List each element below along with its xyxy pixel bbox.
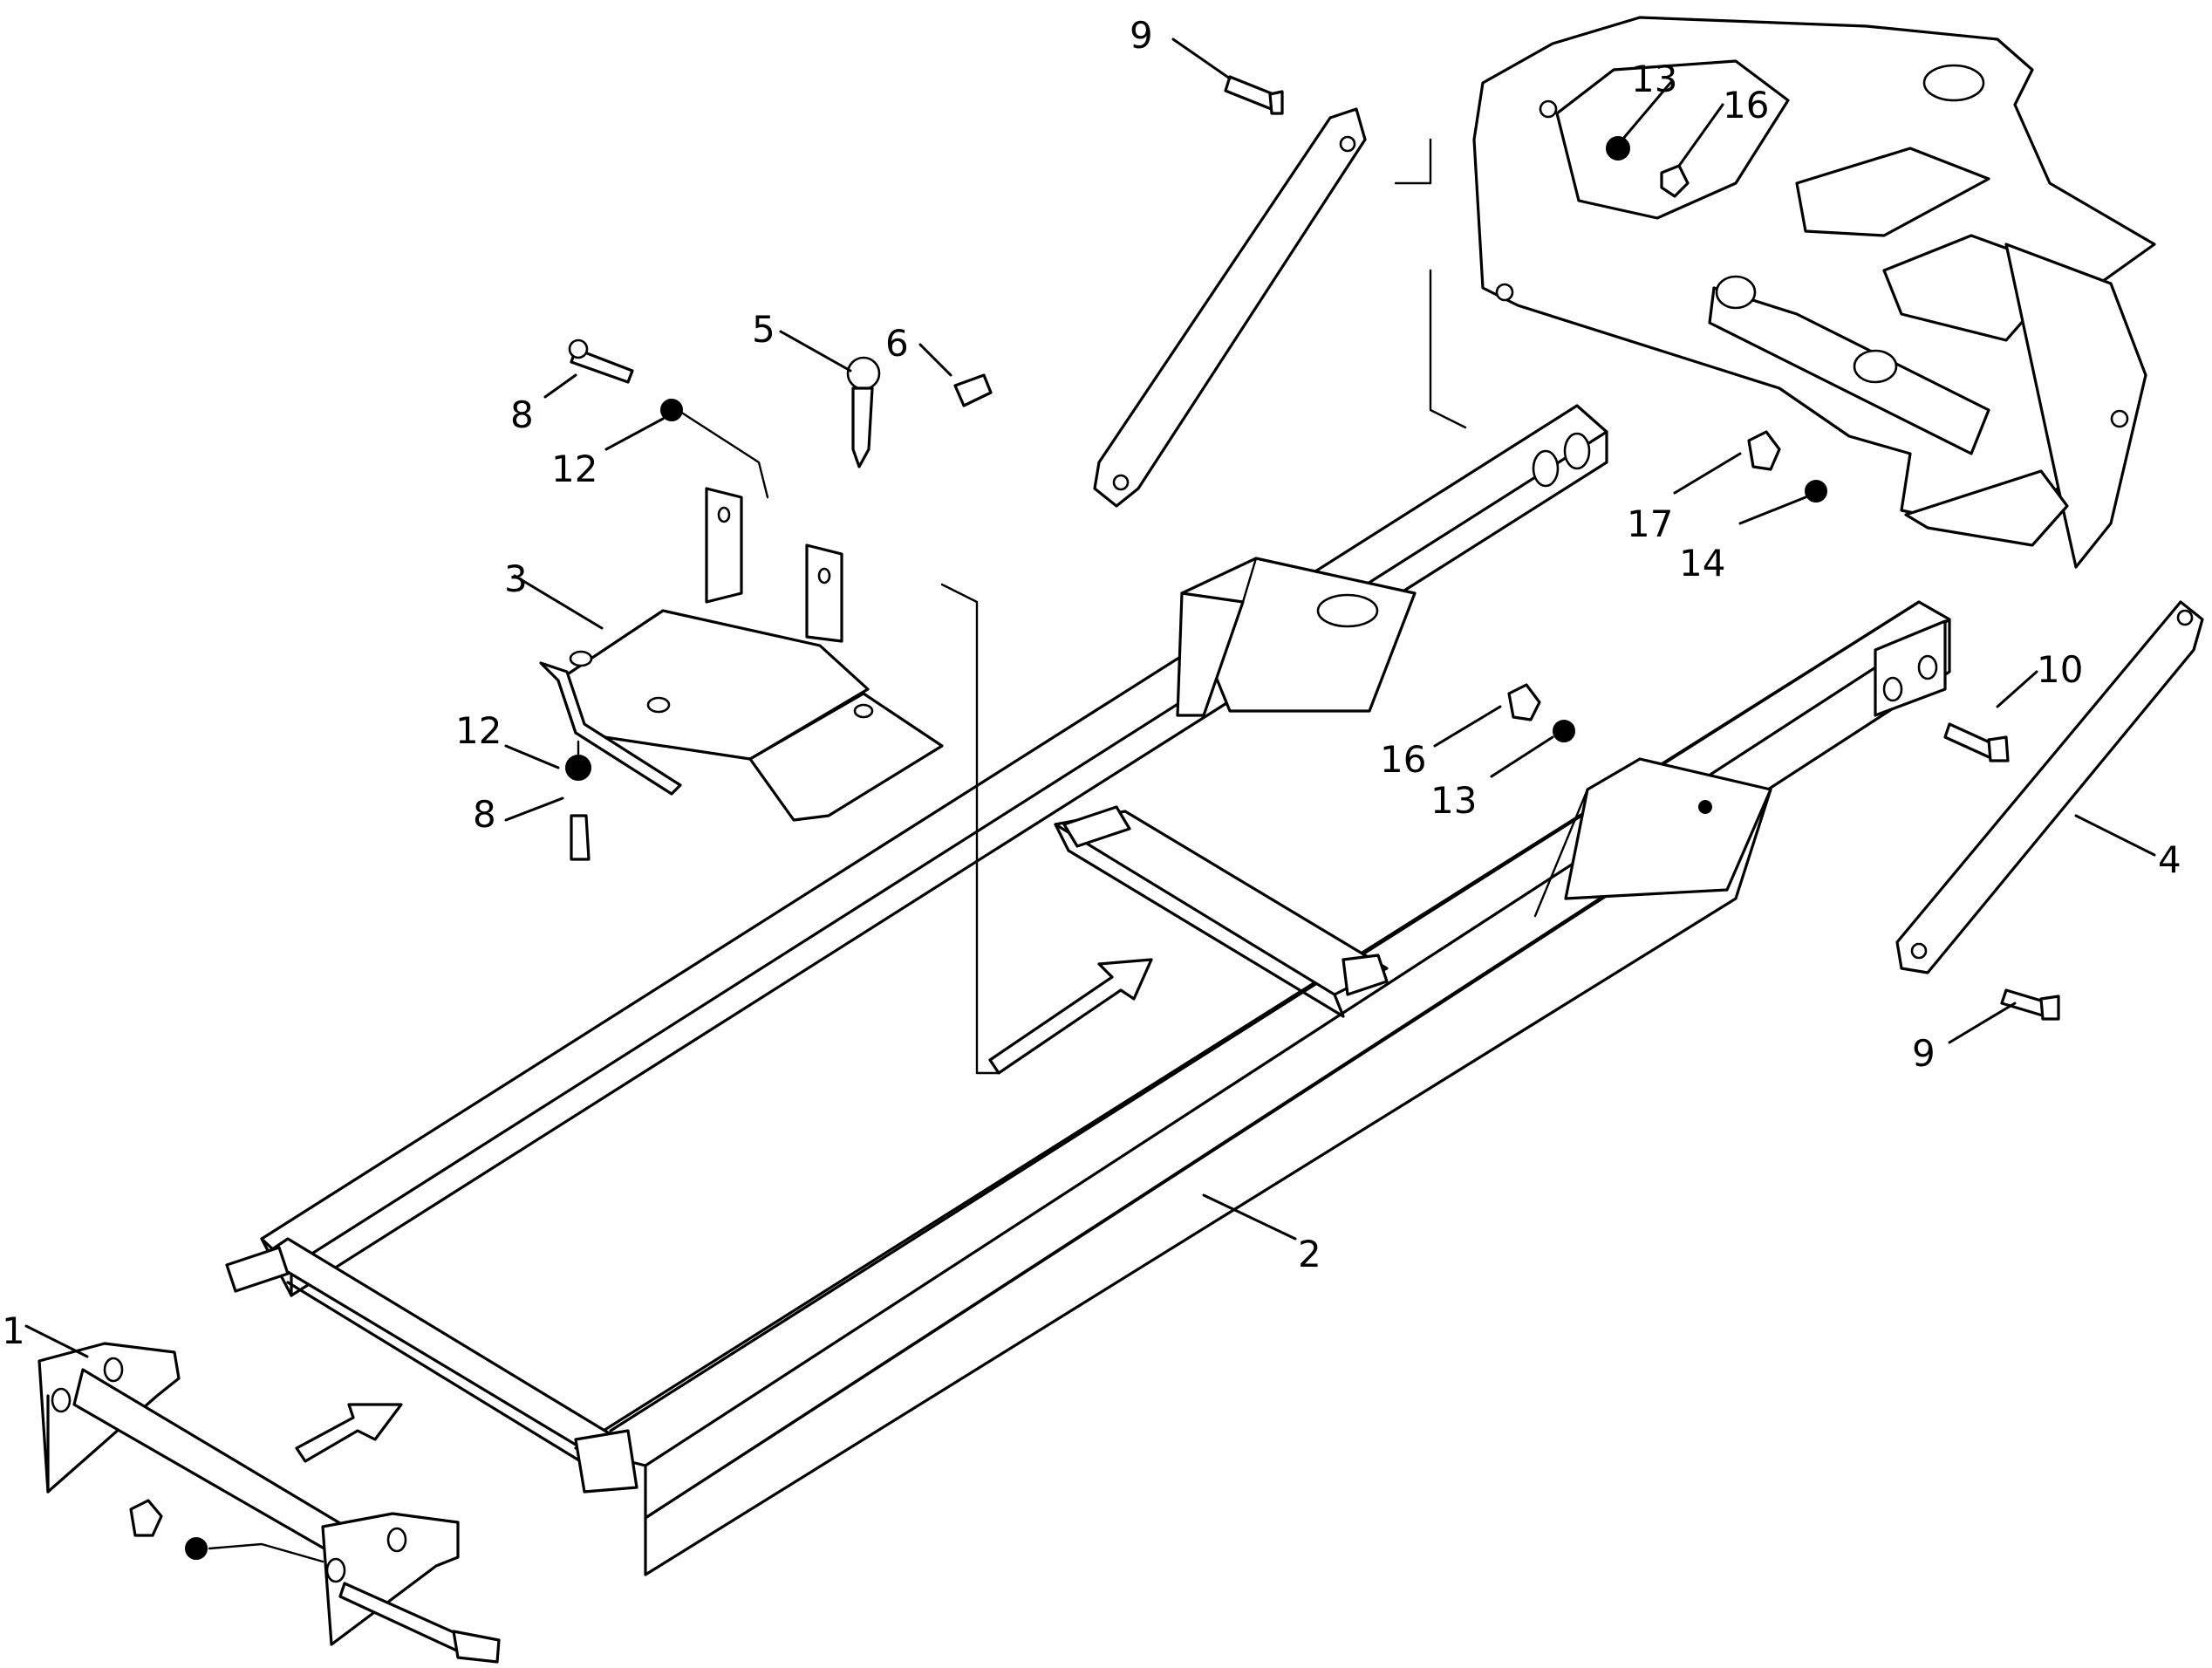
callout-13-lower: 13 <box>1430 779 1477 822</box>
callout-9-lower: 9 <box>1912 1032 1936 1075</box>
mount-fasteners <box>565 338 769 861</box>
callout-3: 3 <box>504 557 528 600</box>
callout-1: 1 <box>2 1309 25 1352</box>
link-arm-left <box>1093 107 1367 508</box>
callout-10: 10 <box>2037 648 2083 691</box>
rear-pin-assembly <box>38 1342 501 1664</box>
callout-12-lower: 12 <box>455 709 502 752</box>
callout-17: 17 <box>1627 502 1673 545</box>
callout-12-upper: 12 <box>551 448 597 490</box>
callout-13-upper: 13 <box>1631 58 1677 100</box>
assembly-arrow-frame <box>940 583 1153 1075</box>
hitch-pin-assembly <box>846 356 993 468</box>
callout-9-upper: 9 <box>1130 14 1153 57</box>
callout-8-upper: 8 <box>510 393 534 436</box>
callout-labels: 1 2 3 4 5 6 8 8 9 9 10 12 12 13 13 14 16… <box>2 14 2181 1352</box>
callout-4: 4 <box>2158 838 2181 881</box>
callout-14: 14 <box>1679 542 1725 584</box>
callout-5: 5 <box>752 308 775 351</box>
callout-6: 6 <box>885 322 909 365</box>
main-frame <box>225 404 1951 1576</box>
leader-lines <box>24 38 2156 1358</box>
link-arm-right <box>1895 600 2204 974</box>
assembly-arrow-pin <box>295 1403 403 1463</box>
callout-16-upper: 16 <box>1723 84 1769 126</box>
frame-fasteners <box>1224 75 2060 1021</box>
callout-2: 2 <box>1298 1233 1321 1275</box>
callout-16-lower: 16 <box>1380 738 1426 781</box>
hitch-bracket <box>1394 16 2156 569</box>
callout-8-lower: 8 <box>473 793 496 836</box>
mount-plate-assembly <box>539 487 944 822</box>
